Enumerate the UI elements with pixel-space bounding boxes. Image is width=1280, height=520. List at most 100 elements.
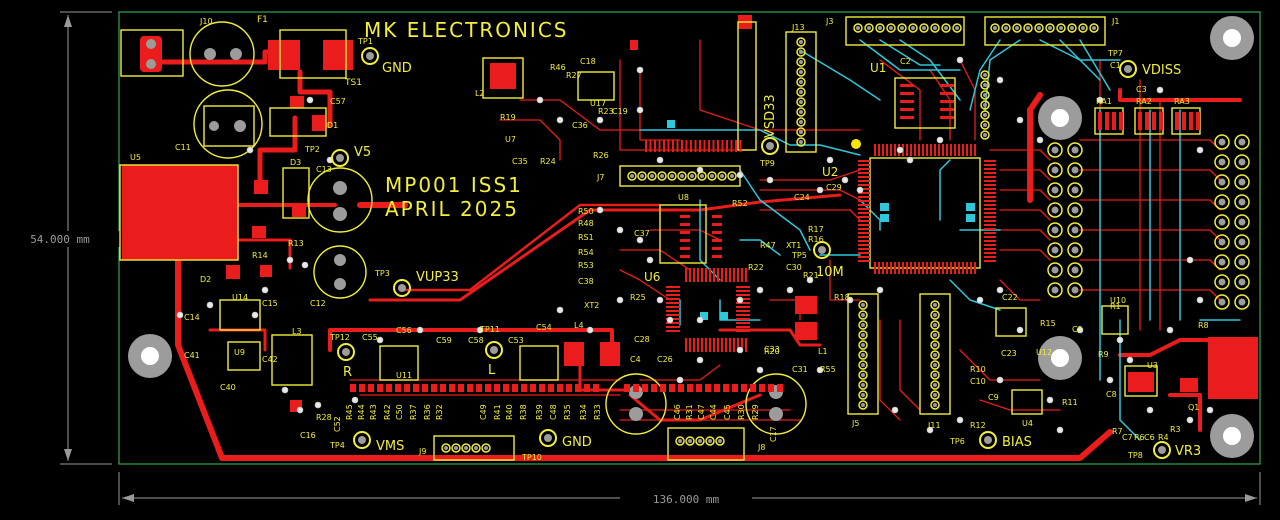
silk-refdes: C3 [1136,85,1147,94]
silk-refdes: R55 [820,365,836,374]
silk-refdes: L1 [818,347,828,356]
silk-refdes: R16 [808,235,824,244]
silk-reference-labels: F1TS1C57D1C11D3C13C12D2R13R14C15C14C41C4… [175,15,1209,442]
test-point-net: VUP33 [416,270,459,285]
silk-refdes: C48 [549,404,558,420]
silk-refdes: F1 [257,15,268,25]
height-dimension-label: 54.000 mm [30,233,90,246]
silk-refdes: R46 [550,63,566,72]
silk-refdes: C18 [580,57,596,66]
test-point-ref: TP4 [329,441,345,450]
board-outline [118,11,1261,465]
silk-refdes: R27 [566,71,582,80]
silk-refdes: RA3 [1174,97,1190,106]
silk-refdes: R54 [578,248,594,257]
mounting-holes [128,16,1254,458]
silk-refdes: L4 [574,321,584,330]
silk-refdes: C37 [634,229,650,238]
silk-refdes: R28 [316,413,332,422]
silk-refdes: R37 [409,404,418,420]
silk-refdes: R43 [369,404,378,420]
test-point-ref: TP1 [357,37,373,46]
top-copper-layer [122,15,1258,461]
silk-refdes: R8 [1198,321,1209,330]
ic-label: U17 [590,99,606,108]
silk-refdes: C4 [630,355,641,364]
silk-refdes: D3 [290,158,301,167]
ic-label: U2 [822,165,838,179]
test-point[interactable]: TP6 BIAS [949,431,1032,450]
test-point-net: GND [382,61,412,76]
silk-refdes: R40 [505,404,514,420]
ic-label: U14 [232,293,248,302]
silk-refdes: L2 [475,89,485,98]
silk-refdes: C28 [634,335,650,344]
width-dimension-label: 136.000 mm [653,493,720,506]
silk-refdes: R45 [345,404,354,420]
silk-refdes: R18 [834,293,850,302]
test-point[interactable]: TP7 VDISS [1107,49,1181,78]
silk-refdes: R23 [598,107,614,116]
test-point-net: VMS [376,439,404,454]
silk-refdes: C45 [723,404,732,420]
silk-refdes: Q1 [1188,403,1199,412]
test-point-net: R [343,365,352,380]
silk-refdes: R34 [579,404,588,420]
silk-refdes: R6 [1134,433,1145,442]
test-point[interactable]: TP9 VSD33 [759,94,779,168]
test-point-ref: TP11 [479,325,500,334]
silk-refdes: R42 [383,404,392,420]
test-point[interactable]: TP11 L [479,325,503,378]
silk-refdes: R52 [732,199,748,208]
silk-refdes: RA2 [1136,97,1152,106]
silk-refdes: C38 [578,277,594,286]
silk-refdes: C56 [396,326,412,335]
test-point[interactable]: TP4 VMS [329,431,404,454]
test-point[interactable]: TP12 R [329,333,355,380]
silk-refdes: D1 [327,121,338,130]
silk-refdes: C46 [673,404,682,420]
silk-refdes: C7 [1122,433,1133,442]
test-point[interactable]: TP5 10M [791,241,844,280]
test-point-ref: TP12 [329,333,350,342]
silk-refdes: C10 [970,377,986,386]
silk-refdes: R20 [764,347,780,356]
test-point[interactable]: TP1 GND [357,37,412,76]
test-point[interactable]: TP2 V5 [304,145,371,167]
silk-refdes: C17 [769,426,778,442]
silk-refdes: C13 [316,165,332,174]
silk-refdes: R7 [1112,427,1123,436]
test-point[interactable]: TP10 GND [521,429,592,462]
test-point[interactable]: TP3 VUP33 [374,269,459,297]
silk-refdes: C47 [697,404,706,420]
silk-refdes: C2 [900,57,911,66]
silk-refdes: R47 [760,241,776,250]
test-point-ref: TP9 [759,159,775,168]
silk-refdes: R12 [970,421,986,430]
test-point-ref: TP3 [374,269,390,278]
connector-label: J11 [927,421,941,430]
ic-label: U9 [234,348,245,357]
ic-label: U8 [678,193,689,202]
silk-refdes: R3 [1170,425,1181,434]
header-pins [441,23,1250,453]
silk-refdes: C1 [1110,61,1121,70]
silk-refdes: C40 [220,383,236,392]
silk-refdes: R1 [1110,302,1121,311]
ic-label: U6 [644,270,660,284]
test-point[interactable]: TP8 VR3 [1127,441,1201,460]
silk-refdes: R17 [808,225,824,234]
test-point-ref: TP7 [1107,49,1123,58]
silk-refdes: RA1 [1096,97,1112,106]
test-point-net: 10M [816,265,844,280]
silk-refdes: R36 [423,404,432,420]
test-point-ref: TP8 [1127,451,1143,460]
silk-refdes: R35 [563,404,572,420]
test-point-net: VDISS [1142,63,1181,78]
test-point-ref: TP6 [949,437,965,446]
connector-labels: J1 J3 J5 J7 J8 J9 J10 J11 J13 [199,17,1119,456]
test-point-net: BIAS [1002,435,1032,450]
silk-refdes: R19 [500,113,516,122]
board-date: APRIL 2025 [385,197,519,221]
